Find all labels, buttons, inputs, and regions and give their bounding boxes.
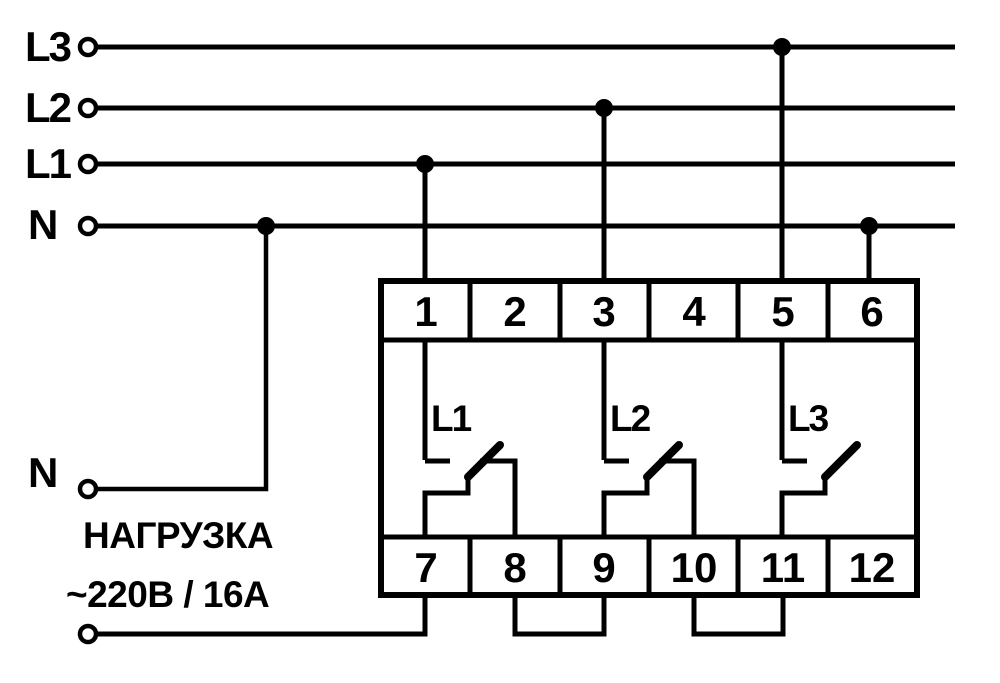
jumper-10-11 (691, 595, 786, 637)
terminal-6: 6 (860, 288, 883, 335)
contact-l1-nc-wire (480, 458, 518, 537)
phase-terminal-circle-l1 (77, 153, 99, 175)
contact-group-l1: L1 (422, 340, 518, 537)
load-neutral-wire (96, 226, 269, 492)
load-phase-circle (77, 623, 99, 645)
contact-l2-nc-wire (659, 458, 697, 537)
bottom-wiring (77, 595, 786, 645)
terminal-12: 12 (849, 544, 896, 591)
contact-l1-common-wire (422, 474, 471, 537)
load-neutral-label: N (28, 449, 56, 496)
contact-l2-common-wire (601, 474, 650, 537)
jumper-8-9 (512, 595, 607, 637)
phase-label-l1: L1 (25, 140, 72, 187)
phase-label-l2: L2 (25, 84, 71, 131)
load-rating-label: ~220В / 16А (66, 574, 269, 615)
phase-terminal-circle-n (77, 215, 99, 237)
branch-wires (422, 47, 872, 281)
contact-l1-label: L1 (431, 398, 472, 439)
load-phase-wire (96, 595, 428, 637)
load-neutral-circle (77, 478, 99, 500)
top-terminal-numbers: 1 2 3 4 5 6 (414, 288, 883, 335)
phase-terminal-circle-l3 (77, 36, 99, 58)
contact-l2-label: L2 (610, 398, 651, 439)
junction-dot-n-device (860, 217, 878, 235)
terminal-2: 2 (503, 288, 526, 335)
terminal-1: 1 (414, 288, 437, 335)
junction-dot-l3 (773, 38, 791, 56)
contact-l3-label: L3 (788, 398, 829, 439)
supply-lines: L3 L2 L1 N (25, 23, 955, 248)
top-terminal-dividers (467, 281, 831, 340)
junction-dot-l1 (416, 155, 434, 173)
terminal-3: 3 (592, 288, 615, 335)
phase-terminal-circle-l2 (77, 97, 99, 119)
junction-dots (257, 38, 878, 235)
junction-dot-l2 (595, 99, 613, 117)
terminal-7: 7 (414, 544, 437, 591)
terminal-10: 10 (671, 544, 718, 591)
contact-group-l3: L3 (779, 340, 861, 537)
contact-l3-blade (821, 441, 861, 481)
terminal-4: 4 (682, 288, 706, 335)
phase-label-l3: L3 (25, 23, 71, 70)
terminal-9: 9 (592, 544, 615, 591)
load-captions: НАГРУЗКА ~220В / 16А (66, 515, 274, 615)
contact-l3-common-wire (779, 474, 828, 537)
phase-label-n: N (28, 201, 56, 248)
relay-contacts: L1 L2 L3 (422, 340, 861, 537)
terminal-5: 5 (771, 288, 794, 335)
load-neutral-branch: N (28, 226, 269, 500)
terminal-11: 11 (761, 544, 805, 591)
bottom-terminal-dividers (467, 537, 831, 595)
load-name-label: НАГРУЗКА (83, 515, 273, 556)
device: 1 2 3 4 5 6 7 8 9 10 11 12 L1 (378, 278, 920, 598)
contact-group-l2: L2 (601, 340, 697, 537)
bottom-terminal-numbers: 7 8 9 10 11 12 (414, 544, 895, 591)
terminal-8: 8 (503, 544, 526, 591)
